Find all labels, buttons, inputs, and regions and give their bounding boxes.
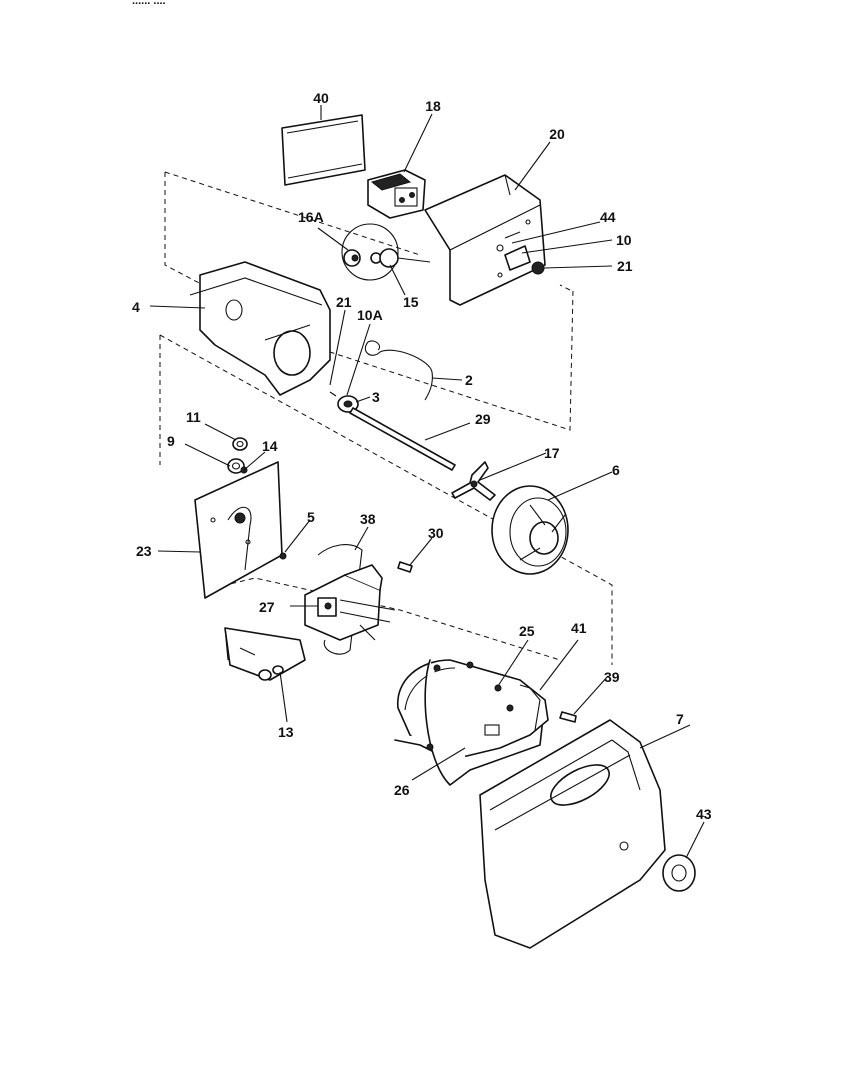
callout-6: 6: [612, 462, 620, 478]
callout-21-left: 21: [336, 294, 352, 310]
callout-5: 5: [307, 509, 315, 525]
leader-lines: [149, 105, 705, 859]
callout-labels: 40 18 20 44 10 21 16A 15 4 21 10A 2 3 29…: [132, 90, 712, 822]
callout-26: 26: [394, 782, 410, 798]
part-39-screw: [559, 711, 577, 723]
callout-9: 9: [167, 433, 175, 449]
header-fragment: ...... ....: [132, 0, 166, 7]
callout-40: 40: [313, 90, 329, 106]
part-43-ring: [662, 854, 696, 892]
callout-20: 20: [549, 126, 565, 142]
callout-11: 11: [186, 409, 201, 425]
callout-44: 44: [600, 209, 616, 225]
callout-25: 25: [519, 623, 535, 639]
part-20-housing: [424, 174, 546, 306]
callout-3: 3: [372, 389, 380, 405]
part-25-41-26-housing-assembly: [394, 659, 549, 786]
callout-21-right: 21: [617, 258, 633, 274]
part-21-nut-right: [531, 261, 545, 275]
part-18-relay: [367, 169, 426, 219]
part-11-washer: [232, 437, 248, 451]
callout-2: 2: [465, 372, 473, 388]
part-38-27-solenoid: [304, 544, 396, 655]
callout-10: 10: [616, 232, 632, 248]
part-13-bracket: [224, 627, 306, 681]
part-4-container: [189, 261, 331, 396]
callout-4: 4: [132, 299, 140, 315]
part-7-cover: [479, 719, 666, 949]
callout-41: 41: [571, 620, 587, 636]
part-40-strip: [281, 114, 366, 186]
callout-30: 30: [428, 525, 444, 541]
callout-27: 27: [259, 599, 275, 615]
callout-13: 13: [278, 724, 294, 740]
callout-18: 18: [425, 98, 441, 114]
part-2-wire: [364, 340, 433, 401]
callout-17: 17: [544, 445, 560, 461]
part-30-screw: [397, 561, 413, 573]
part-17-blade: [451, 461, 496, 501]
callout-15: 15: [403, 294, 419, 310]
part-16A-15-lamp-assembly: [341, 223, 431, 281]
part-9-washer: [227, 458, 245, 474]
part-5-screw: [279, 552, 287, 560]
callout-14: 14: [262, 438, 278, 454]
part-6-wheel: [491, 485, 569, 575]
callout-23: 23: [136, 543, 152, 559]
callout-10A: 10A: [357, 307, 383, 323]
callout-7: 7: [676, 711, 684, 727]
callout-16A: 16A: [298, 209, 324, 225]
callout-39: 39: [604, 669, 620, 685]
callout-29: 29: [475, 411, 491, 427]
part-29-shaft: [349, 407, 456, 471]
callout-43: 43: [696, 806, 712, 822]
part-23-plate: [194, 461, 283, 599]
callout-38: 38: [360, 511, 376, 527]
